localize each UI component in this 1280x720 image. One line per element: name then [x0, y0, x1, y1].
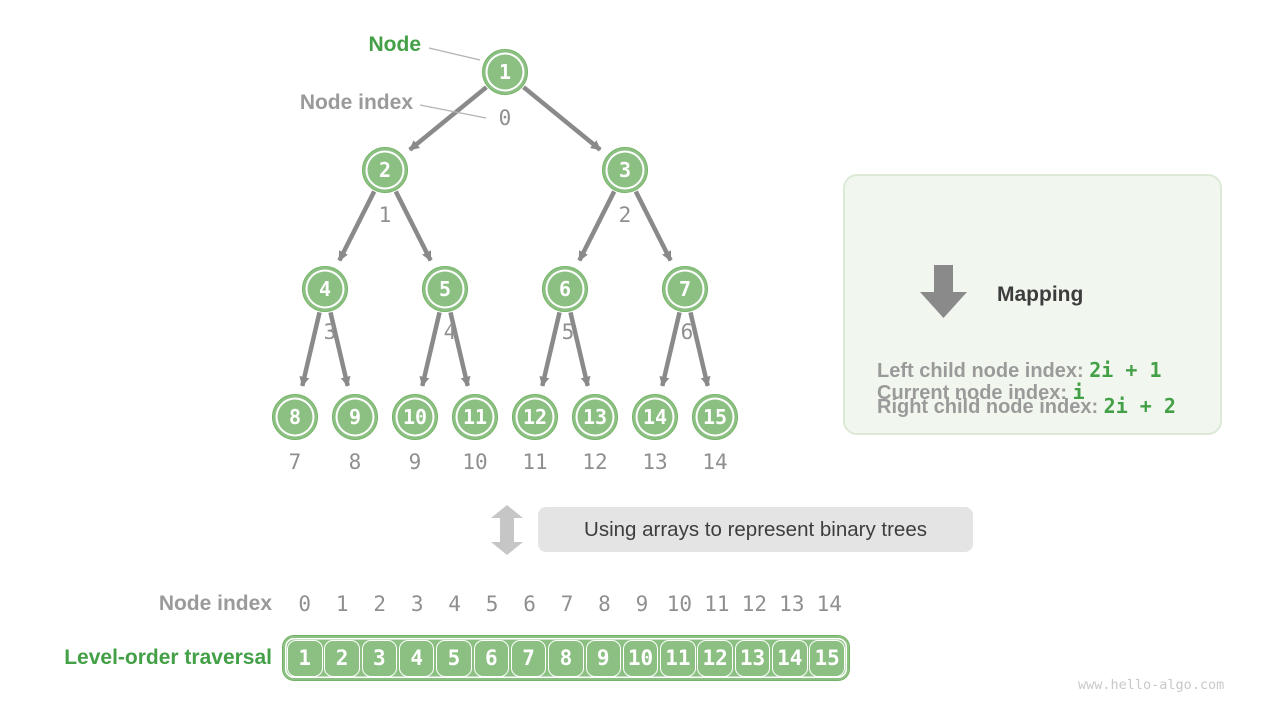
tree-node-index-label: 1	[378, 203, 392, 227]
left-child-index-line: Left child node index: 2i + 1	[877, 358, 1161, 383]
tree-edge-arrow	[419, 311, 442, 387]
array-cell: 2	[324, 639, 360, 677]
tree-node-index-label: 11	[522, 450, 548, 474]
array-index-value: 9	[635, 592, 649, 616]
array-cell: 13	[734, 639, 771, 677]
callout-leader-line	[419, 104, 487, 119]
array-index-value: 1	[335, 592, 349, 616]
mapping-caption: Mapping	[997, 283, 1084, 306]
tree-node-index-label: 7	[288, 450, 302, 474]
watermark: www.hello-algo.com	[1078, 677, 1225, 693]
array-index-value: 0	[298, 592, 312, 616]
left-child-index-value: 2i + 1	[1089, 358, 1162, 382]
tree-edge-arrow	[393, 190, 433, 262]
array-index-value: 7	[560, 592, 574, 616]
array-cell: 7	[510, 639, 547, 677]
current-node-index-line: Current node index: i	[877, 380, 1085, 405]
array-cell: 14	[772, 639, 808, 677]
current-node-index-value: i	[1072, 380, 1085, 404]
tree-edge-arrow	[659, 311, 682, 387]
array-index-value: 2	[373, 592, 386, 616]
tree-edge-arrow	[448, 311, 471, 387]
tree-node: 7	[662, 266, 708, 312]
mapping-down-arrow-icon	[920, 265, 967, 318]
tree-node: 3	[602, 147, 648, 193]
right-child-index-value: 2i + 2	[1103, 394, 1176, 418]
array-index-value: 11	[704, 592, 730, 616]
array-cell: 9	[585, 639, 621, 677]
left-child-index-label: Left child node index:	[877, 360, 1084, 382]
traversal-row-label: Level-order traversal	[64, 646, 272, 669]
array-index-value: 6	[523, 592, 536, 616]
tree-edge-arrow	[328, 311, 351, 387]
tree-node: 6	[542, 266, 588, 312]
array-cell: 8	[548, 639, 584, 677]
tree-edge-arrow	[688, 311, 711, 387]
tree-node: 12	[512, 394, 558, 440]
array-cell: 5	[436, 639, 472, 677]
tree-node-index-label: 12	[582, 450, 608, 474]
array-index-value: 8	[598, 592, 611, 616]
tree-edge-arrow	[577, 190, 617, 262]
array-index-value: 12	[741, 592, 767, 616]
up-down-arrow-icon	[491, 505, 523, 555]
array-cell: 15	[809, 639, 845, 677]
tree-node-index-label: 8	[348, 450, 362, 474]
tree-node: 4	[302, 266, 348, 312]
caption-banner-text: Using arrays to represent binary trees	[584, 517, 927, 541]
tree-node: 9	[332, 394, 378, 440]
right-child-index-label: Right child node index:	[877, 396, 1099, 418]
array-cell: 3	[361, 639, 398, 677]
node-callout-label: Node	[368, 33, 422, 56]
callout-leader-line	[428, 47, 481, 61]
array-index-value: 14	[816, 592, 842, 616]
tree-node-index-label: 14	[702, 450, 728, 474]
array-index-value: 3	[410, 592, 424, 616]
tree-node: 2	[362, 147, 408, 193]
tree-edge-arrow	[337, 190, 377, 262]
tree-edge-arrow	[633, 190, 673, 262]
tree-node-index-label: 9	[408, 450, 422, 474]
array-cell: 10	[622, 639, 659, 677]
tree-edge-arrow	[568, 311, 591, 387]
tree-node: 5	[422, 266, 468, 312]
node-index-callout-label: Node index	[299, 91, 413, 114]
array-index-value: 4	[448, 592, 461, 616]
caption-banner: Using arrays to represent binary trees	[538, 507, 973, 552]
tree-node-index-label: 2	[618, 203, 632, 227]
tree-edge-arrow	[299, 311, 322, 387]
array-cell: 11	[660, 639, 696, 677]
tree-node: 13	[572, 394, 618, 440]
tree-node: 8	[272, 394, 318, 440]
array-cell: 6	[473, 639, 510, 677]
array-index-value: 10	[666, 592, 693, 616]
tree-edge-arrow	[408, 85, 488, 152]
tree-node-index-label: 3	[323, 320, 337, 344]
tree-edge-arrow	[539, 311, 562, 387]
array-index-value: 5	[485, 592, 499, 616]
tree-node-index-label: 4	[443, 320, 457, 344]
tree-node: 1	[482, 49, 528, 95]
array-index-value: 13	[779, 592, 805, 616]
tree-node: 11	[452, 394, 498, 440]
array-cell: 4	[398, 639, 435, 677]
tree-node: 14	[632, 394, 678, 440]
current-node-index-label: Current node index:	[877, 382, 1068, 404]
right-child-index-line: Right child node index: 2i + 2	[877, 394, 1176, 419]
array-index-row-label: Node index	[158, 592, 272, 615]
tree-node-index-label: 13	[642, 450, 668, 474]
tree-node: 10	[392, 394, 438, 440]
tree-node-index-label: 10	[462, 450, 488, 474]
tree-node-index-label: 6	[680, 320, 694, 344]
mapping-info-box: Current node index: i Mapping Left child…	[843, 174, 1222, 435]
tree-node: 15	[692, 394, 738, 440]
tree-node-index-label: 0	[498, 106, 512, 130]
array-cell: 1	[287, 639, 323, 677]
tree-edge-arrow	[522, 85, 602, 152]
array-cell: 12	[697, 639, 733, 677]
tree-node-index-label: 5	[561, 320, 575, 344]
